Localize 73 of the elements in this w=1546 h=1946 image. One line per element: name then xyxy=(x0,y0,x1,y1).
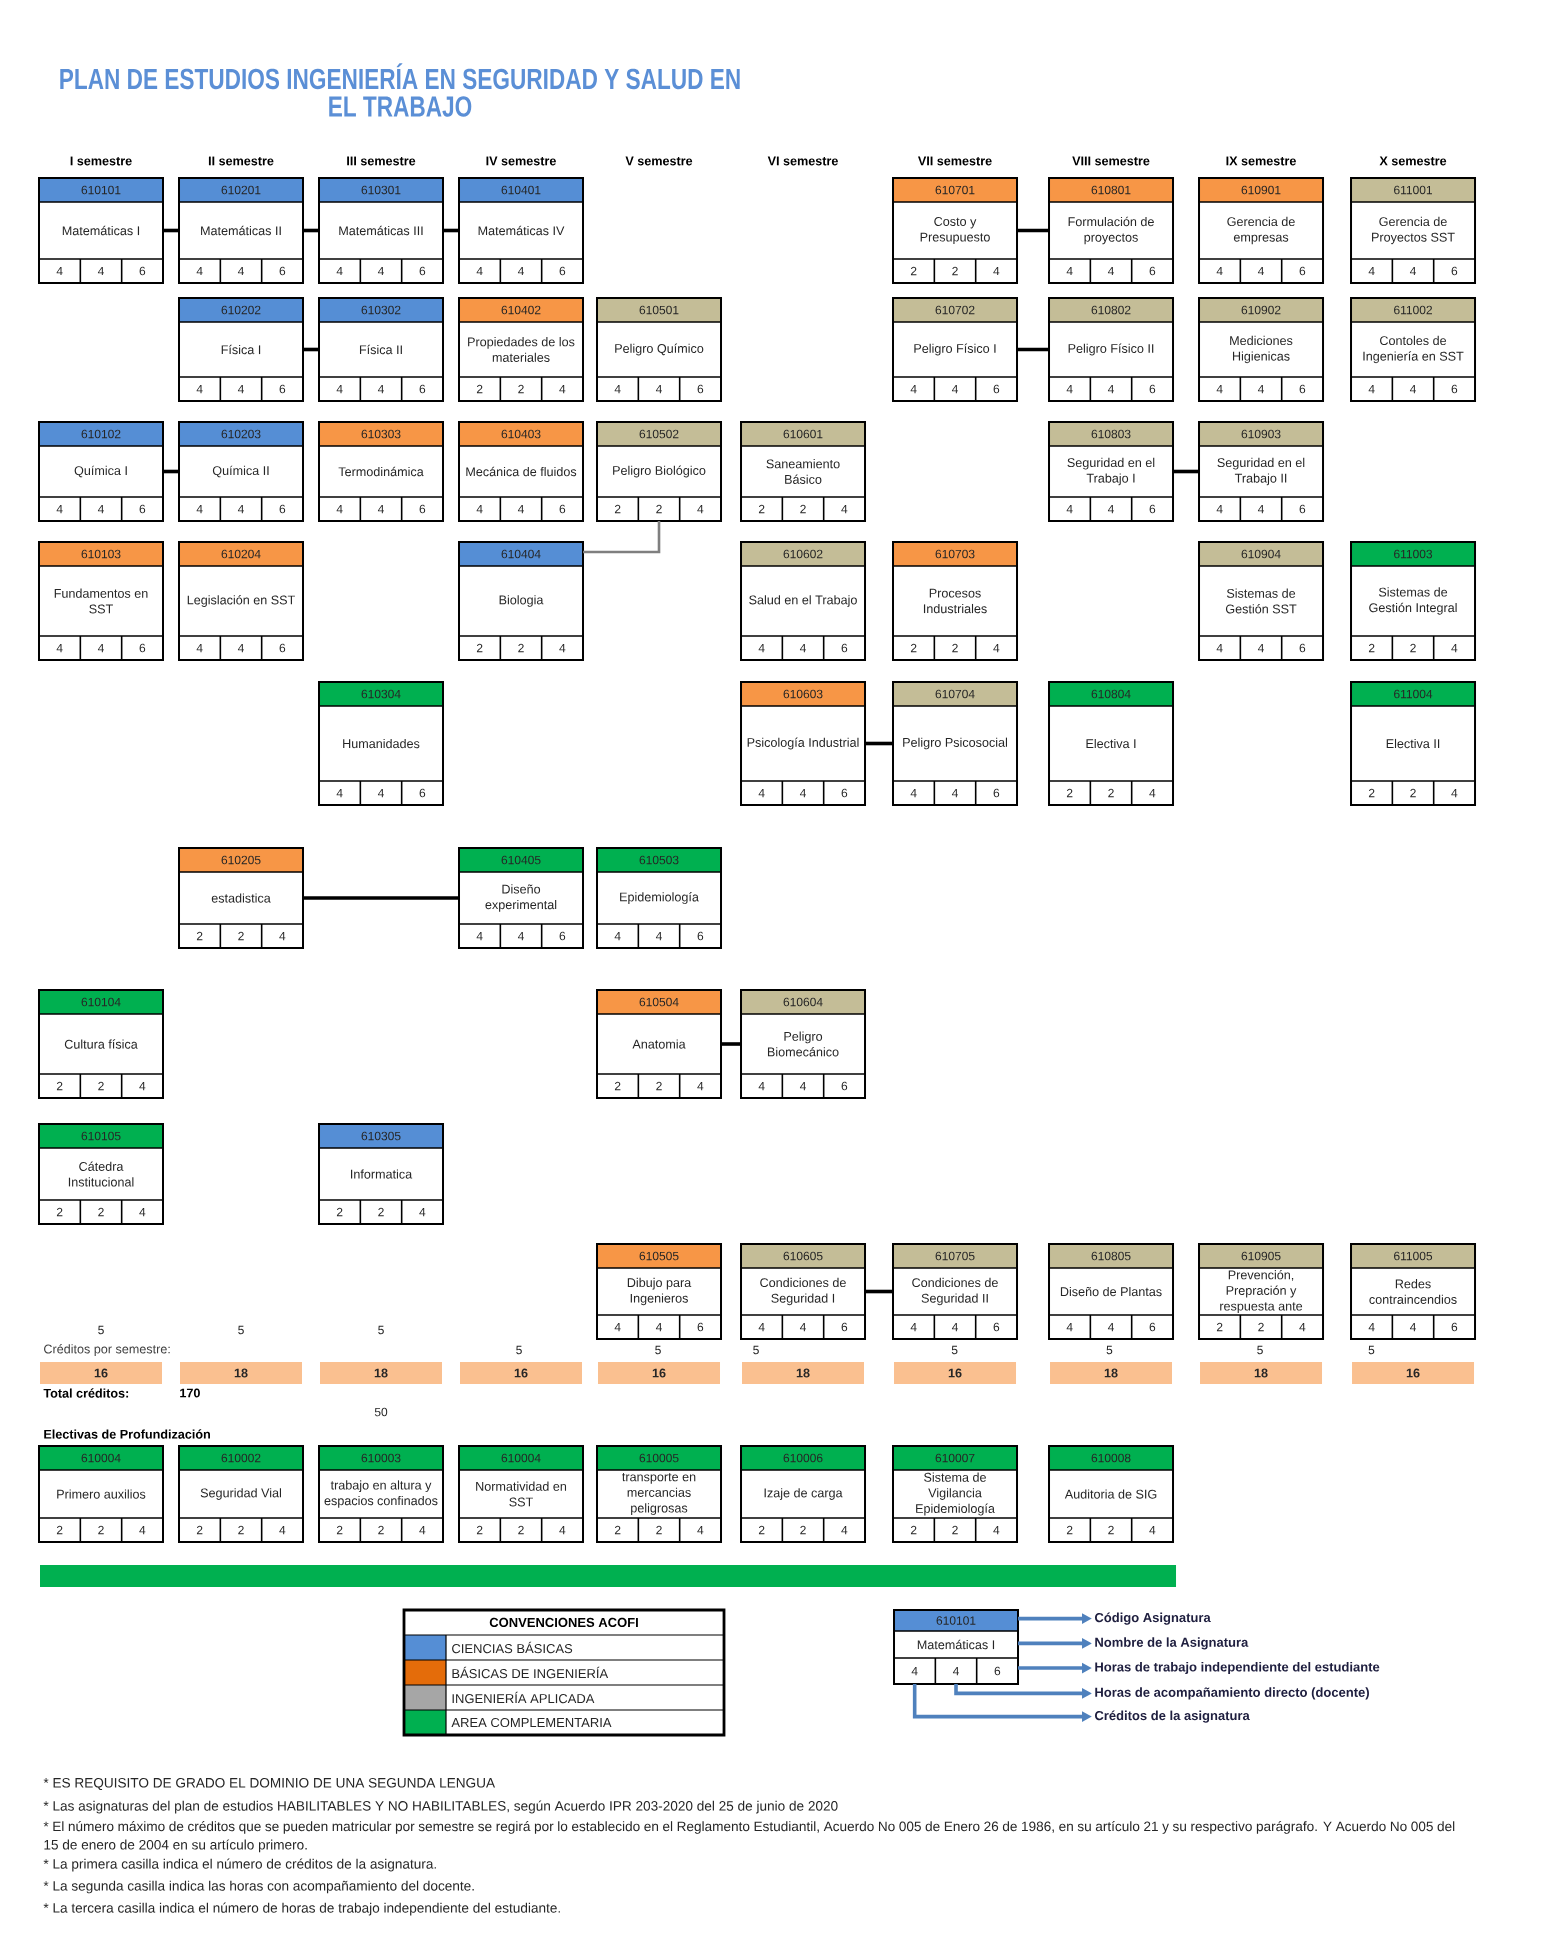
connector-line xyxy=(1173,469,1199,474)
course-box xyxy=(892,177,1018,284)
course-box xyxy=(38,989,164,1099)
connector-line xyxy=(163,228,179,233)
course-box xyxy=(1048,1445,1174,1543)
connector-line xyxy=(583,521,661,554)
course-box xyxy=(318,681,444,806)
course-box xyxy=(1198,541,1324,661)
title: PLAN DE ESTUDIOS INGENIERÍA EN SEGURIDAD Y SALUD EN EL TRABAJO xyxy=(60,63,740,117)
course-box xyxy=(38,1123,164,1225)
course-box xyxy=(892,681,1018,806)
course-box xyxy=(318,1123,444,1225)
course-box xyxy=(38,177,164,284)
course-box xyxy=(596,297,722,402)
connector-line xyxy=(865,1289,893,1294)
connector-line xyxy=(1017,347,1049,352)
connector-line xyxy=(865,741,893,746)
course-box xyxy=(458,177,584,284)
course-box xyxy=(1350,541,1476,661)
course-box xyxy=(38,541,164,661)
course-box xyxy=(740,681,866,806)
course-box xyxy=(458,1445,584,1543)
course-box xyxy=(1198,177,1324,284)
course-box xyxy=(458,297,584,402)
course-box xyxy=(178,1445,304,1543)
connector-line xyxy=(721,1042,741,1046)
connector-line xyxy=(303,228,319,233)
course-box xyxy=(740,989,866,1099)
course-box xyxy=(458,421,584,522)
course-box xyxy=(318,1445,444,1543)
course-box xyxy=(1048,297,1174,402)
course-box xyxy=(740,541,866,661)
course-box xyxy=(1198,421,1324,522)
course-box xyxy=(458,847,584,949)
course-box xyxy=(892,297,1018,402)
course-box xyxy=(596,1243,722,1340)
connector-line xyxy=(1017,228,1049,233)
course-box xyxy=(596,1445,722,1543)
course-box xyxy=(318,421,444,522)
course-box xyxy=(458,541,584,661)
course-box xyxy=(1350,177,1476,284)
course-box xyxy=(1198,1243,1324,1340)
connector-line xyxy=(163,469,179,474)
course-box xyxy=(38,1445,164,1543)
course-box xyxy=(1198,297,1324,402)
course-box xyxy=(740,421,866,522)
course-box xyxy=(178,847,304,949)
course-box xyxy=(893,1609,1019,1685)
course-box xyxy=(318,177,444,284)
course-box xyxy=(178,177,304,284)
course-box xyxy=(892,1243,1018,1340)
course-box xyxy=(1350,297,1476,402)
connector-line xyxy=(303,896,459,900)
course-box xyxy=(1048,1243,1174,1340)
course-box xyxy=(892,1445,1018,1543)
course-box xyxy=(178,421,304,522)
course-box xyxy=(1350,1243,1476,1340)
course-box xyxy=(178,297,304,402)
course-box xyxy=(596,989,722,1099)
course-box xyxy=(178,541,304,661)
course-box xyxy=(596,847,722,949)
course-box xyxy=(38,421,164,522)
course-box xyxy=(1350,681,1476,806)
course-box xyxy=(740,1445,866,1543)
course-box xyxy=(892,541,1018,661)
course-box xyxy=(1048,177,1174,284)
course-box xyxy=(318,297,444,402)
course-box xyxy=(740,1243,866,1340)
connector-line xyxy=(443,228,459,233)
connector-line xyxy=(303,347,319,352)
course-box xyxy=(596,421,722,522)
course-box xyxy=(1048,681,1174,806)
course-box xyxy=(1048,421,1174,522)
